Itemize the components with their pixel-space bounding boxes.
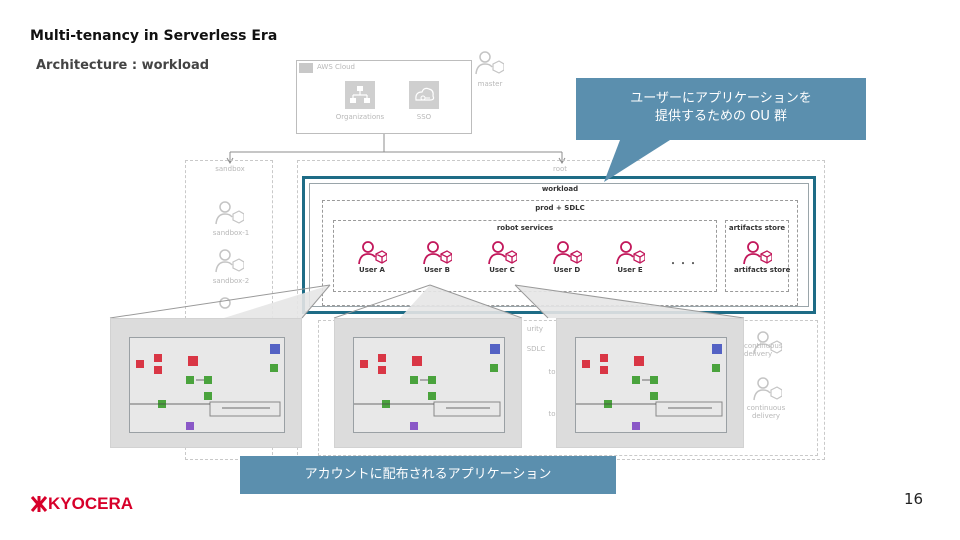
sso-label: SSO: [416, 113, 432, 121]
artifacts-account-icon: [743, 241, 772, 265]
artifacts-store-ou: [725, 220, 789, 292]
user-account-icon: [423, 241, 452, 265]
workload-label: workload: [541, 185, 579, 193]
top-callout-line2: 提供するための OU 群: [654, 109, 787, 124]
top-callout: ユーザーにアプリケーションを 提供するための OU 群: [576, 78, 866, 140]
sandbox-3-account-icon: [214, 296, 244, 322]
prod-sdlc-label: prod + SDLC: [535, 204, 585, 212]
continuous-delivery-label-1: continuous delivery: [744, 342, 783, 358]
user-label: User C: [489, 266, 515, 274]
sso-icon: [409, 81, 439, 109]
bottom-callout: アカウントに配布されるアプリケーション: [240, 456, 616, 494]
sdlc-label: SDLC: [526, 345, 546, 353]
artifacts-store-account[interactable]: artifacts store: [734, 240, 791, 280]
aws-logo-icon: [299, 63, 313, 73]
app-architecture-diagram: [576, 344, 723, 430]
to-label-1: to: [548, 368, 556, 376]
app-thumbnail-user-b: [334, 318, 522, 448]
more-users-ellipsis: ・・・: [668, 259, 698, 270]
page-title: Multi-tenancy in Serverless Era: [30, 28, 278, 44]
aws-cloud-box: AWS Cloud Organizations SSO: [296, 60, 472, 134]
user-e[interactable]: User E: [607, 240, 653, 280]
app-architecture-diagram: [130, 344, 281, 430]
user-account-icon: [553, 241, 582, 265]
artifacts-store-group-label: artifacts store: [728, 224, 786, 232]
user-b[interactable]: User B: [414, 240, 460, 280]
kyocera-logo-text: KYOCERA: [48, 494, 134, 513]
user-account-icon: [488, 241, 517, 265]
root-label: root: [552, 165, 568, 173]
robot-services-label: robot services: [496, 224, 554, 232]
page-subtitle: Architecture : workload: [36, 58, 210, 73]
app-architecture-diagram: [354, 344, 501, 430]
organizations-label: Organizations: [335, 113, 385, 121]
sandbox-2-label: sandbox-2: [212, 277, 250, 285]
sandbox-label: sandbox: [215, 165, 245, 173]
aws-cloud-label: AWS Cloud: [317, 63, 355, 71]
user-account-icon: [616, 241, 645, 265]
master-label: master: [477, 80, 503, 88]
user-c[interactable]: User C: [479, 240, 525, 280]
sandbox-1-label: sandbox-1: [212, 229, 250, 237]
top-callout-line1: ユーザーにアプリケーションを: [630, 91, 812, 106]
app-thumbnail-user-a: [110, 318, 302, 448]
user-label: User D: [553, 266, 581, 274]
user-label: User E: [617, 266, 643, 274]
page-number: 16: [904, 490, 924, 508]
organizations-icon: [345, 81, 375, 109]
user-a[interactable]: User A: [349, 240, 395, 280]
security-label: urity: [526, 325, 544, 333]
to-label-2: to: [548, 410, 556, 418]
artifacts-store-label: artifacts store: [734, 266, 791, 274]
user-d[interactable]: User D: [544, 240, 590, 280]
continuous-delivery-label-2: continuous delivery: [746, 404, 786, 420]
user-account-icon: [358, 241, 387, 265]
user-label: User A: [359, 266, 385, 274]
bottom-callout-text: アカウントに配布されるアプリケーション: [304, 467, 552, 482]
user-label: User B: [424, 266, 450, 274]
app-thumbnail-user-c: [556, 318, 744, 448]
kyocera-mark-icon: [30, 496, 48, 512]
